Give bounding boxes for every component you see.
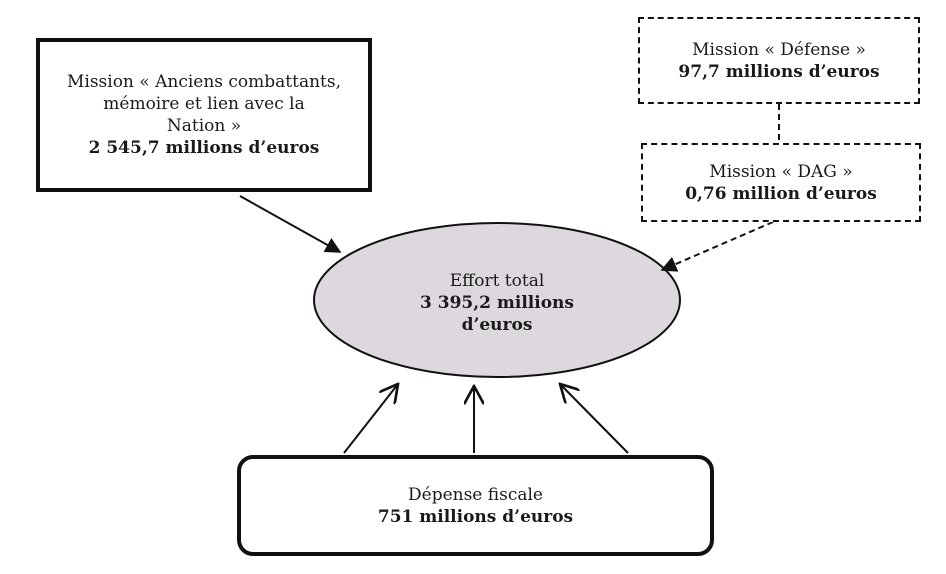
mission-acvg-amount: 2 545,7 millions d’euros xyxy=(88,138,320,158)
mission-acvg-line-2: mémoire et lien avec la xyxy=(103,94,305,114)
depense-fiscale-box: Dépense fiscale 751 millions d’euros xyxy=(237,455,714,556)
arrow-acvg-to-total xyxy=(239,195,342,253)
effort-total-ellipse xyxy=(313,222,681,378)
effort-total-amount-line-1: 3 395,2 millions xyxy=(420,293,574,313)
effort-total-label: Effort total 3 395,2 millions d’euros xyxy=(340,270,654,336)
mission-dag-box: Mission « DAG » 0,76 million d’euros xyxy=(641,143,921,222)
arrow-fiscal-left xyxy=(343,384,398,454)
mission-defense-box: Mission « Défense » 97,7 millions d’euro… xyxy=(638,17,920,104)
arrow-fiscal-right xyxy=(560,384,629,454)
depense-fiscale-amount: 751 millions d’euros xyxy=(377,506,574,527)
effort-total-amount-line-2: d’euros xyxy=(461,315,533,335)
mission-defense-title: Mission « Défense » xyxy=(692,39,866,60)
effort-total-title: Effort total xyxy=(449,271,545,291)
mission-acvg-box: Mission « Anciens combattants, mémoire e… xyxy=(36,38,372,192)
arrow-dag-to-total xyxy=(660,221,774,272)
mission-defense-amount: 97,7 millions d’euros xyxy=(678,61,880,82)
depense-fiscale-title: Dépense fiscale xyxy=(408,484,543,505)
mission-dag-title: Mission « DAG » xyxy=(709,161,853,182)
mission-acvg-line-1: Mission « Anciens combattants, xyxy=(66,72,342,92)
mission-acvg-line-3: Nation » xyxy=(166,116,242,136)
mission-dag-amount: 0,76 million d’euros xyxy=(685,183,877,204)
